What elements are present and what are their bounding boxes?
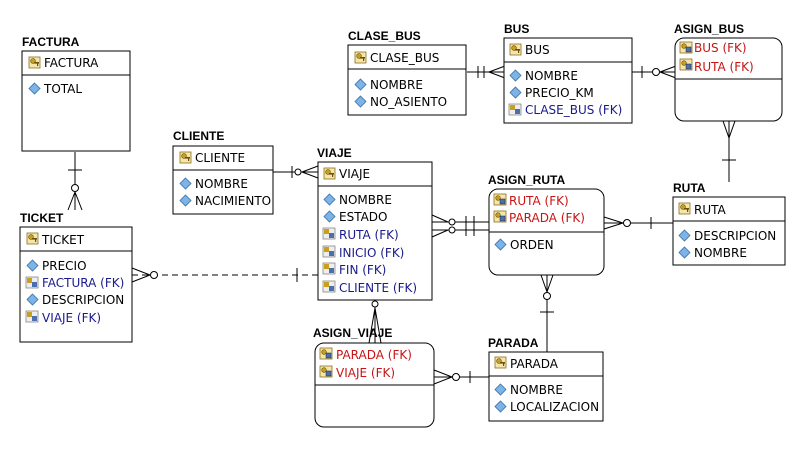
attribute: PRECIO_KM <box>525 86 594 100</box>
key-fk-icon <box>679 58 693 71</box>
entity-title: CLASE_BUS <box>348 29 421 43</box>
attribute: NO_ASIENTO <box>370 95 447 109</box>
attribute: NOMBRE <box>339 193 392 207</box>
attribute: NOMBRE <box>510 383 563 397</box>
pk-fk-attribute: BUS (FK) <box>694 41 747 55</box>
attribute: NACIMIENTO <box>195 194 271 208</box>
entity-clase-bus[interactable]: CLASE_BUS CLASE_BUS NOMBRE NO_ASIENTO <box>347 29 467 116</box>
key-icon <box>179 151 192 164</box>
entity-title: RUTA <box>673 181 706 195</box>
entity-title: CLIENTE <box>173 129 224 143</box>
entity-title: ASIGN_RUTA <box>488 173 565 187</box>
key-fk-icon <box>493 193 507 206</box>
key-icon <box>26 232 39 245</box>
key-icon <box>678 202 691 215</box>
fk-attribute: CLIENTE (FK) <box>339 281 417 295</box>
fk-attribute: CLASE_BUS (FK) <box>525 103 622 117</box>
key-icon <box>494 356 507 369</box>
pk-fk-attribute: VIAJE (FK) <box>336 366 395 380</box>
fk-icon <box>322 245 336 258</box>
entity-ticket[interactable]: TICKET TICKET PRECIO FACTURA (FK) DESCRI… <box>19 211 133 343</box>
fk-icon <box>322 280 336 293</box>
pk-attribute: BUS <box>525 43 550 57</box>
fk-attribute: INICIO (FK) <box>339 246 404 260</box>
attribute: NOMBRE <box>370 78 423 92</box>
entity-title: ASIGN_BUS <box>674 22 744 36</box>
pk-fk-attribute: PARADA (FK) <box>509 211 585 225</box>
fk-icon <box>322 227 336 240</box>
attribute: NOMBRE <box>694 246 747 260</box>
entity-asign-bus[interactable]: ASIGN_BUS BUS (FK) RUTA (FK) <box>674 22 783 122</box>
entity-cliente[interactable]: CLIENTE CLIENTE NOMBRE NACIMIENTO <box>172 129 274 215</box>
entity-title: TICKET <box>20 211 64 225</box>
fk-icon <box>508 103 522 116</box>
pk-fk-attribute: RUTA (FK) <box>694 60 754 74</box>
attribute: ORDEN <box>510 238 554 252</box>
fk-icon <box>25 276 39 289</box>
fk-attribute: FACTURA (FK) <box>42 276 124 290</box>
attribute: NOMBRE <box>195 177 248 191</box>
key-icon <box>509 43 522 56</box>
pk-attribute: PARADA <box>510 357 559 371</box>
fk-icon <box>322 262 336 275</box>
key-fk-icon <box>679 41 693 54</box>
entity-parada[interactable]: PARADA PARADA NOMBRE LOCALIZACION <box>488 336 604 422</box>
pk-attribute: TICKET <box>41 233 85 247</box>
pk-attribute: CLIENTE <box>195 151 245 165</box>
entity-title: FACTURA <box>22 35 80 49</box>
attribute: DESCRIPCION <box>42 293 124 307</box>
key-fk-icon <box>319 347 333 360</box>
pk-attribute: CLASE_BUS <box>370 51 439 65</box>
entity-ruta[interactable]: RUTA RUTA DESCRIPCION NOMBRE <box>672 181 786 266</box>
entity-title: BUS <box>504 22 529 36</box>
entity-viaje[interactable]: VIAJE VIAJE NOMBRE ESTADO RUTA (FK) INIC… <box>317 146 433 301</box>
pk-fk-attribute: PARADA (FK) <box>336 348 412 362</box>
fk-attribute: VIAJE (FK) <box>42 311 101 325</box>
attribute: TOTAL <box>43 82 82 96</box>
key-icon <box>354 51 367 64</box>
entity-title: ASIGN_VIAJE <box>313 326 392 340</box>
pk-fk-attribute: RUTA (FK) <box>509 194 569 208</box>
pk-attribute: RUTA <box>694 203 727 217</box>
pk-attribute: VIAJE <box>339 167 370 181</box>
key-icon <box>323 167 336 180</box>
key-fk-icon <box>319 365 333 378</box>
pk-attribute: FACTURA <box>44 56 99 70</box>
fk-icon <box>25 310 39 323</box>
key-fk-icon <box>493 210 507 223</box>
key-icon <box>28 56 41 69</box>
entity-asign-ruta[interactable]: ASIGN_RUTA RUTA (FK) PARADA (FK) ORDEN <box>488 173 605 276</box>
attribute: ESTADO <box>339 210 388 224</box>
relationship-lines <box>67 65 736 385</box>
attribute: LOCALIZACION <box>510 400 599 414</box>
entity-bus[interactable]: BUS BUS NOMBRE PRECIO_KM CLASE_BUS (FK) <box>503 22 633 124</box>
fk-attribute: RUTA (FK) <box>339 228 399 242</box>
attribute: NOMBRE <box>525 69 578 83</box>
attribute: PRECIO <box>42 259 87 273</box>
entity-asign-viaje[interactable]: ASIGN_VIAJE PARADA (FK) VIAJE (FK) <box>313 326 435 428</box>
fk-attribute: FIN (FK) <box>339 263 386 277</box>
entity-factura[interactable]: FACTURA FACTURA TOTAL <box>21 35 131 152</box>
entity-title: PARADA <box>488 336 539 350</box>
entity-title: VIAJE <box>317 146 352 160</box>
attribute: DESCRIPCION <box>694 229 776 243</box>
